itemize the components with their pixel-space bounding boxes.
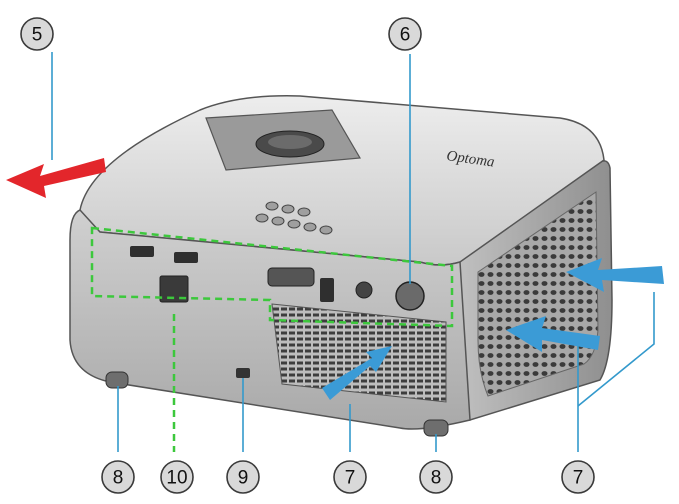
usb-port [320, 278, 334, 302]
callout-label: 8 [431, 468, 442, 489]
callout-8-left: 8 [101, 460, 135, 494]
intake-arrow-side-lower [506, 316, 600, 352]
intake-arrow-rear [322, 346, 392, 400]
callout-7-side: 7 [561, 460, 595, 494]
keypad-button [303, 222, 317, 232]
leader-lines [51, 52, 655, 452]
keypad-button [287, 219, 301, 229]
callout-label: 10 [166, 468, 187, 489]
hdmi-port-2 [174, 252, 198, 263]
projector-body: Optoma [69, 95, 613, 437]
audio-jack [355, 281, 373, 299]
keypad-button [271, 216, 285, 226]
adjustable-foot-left [105, 371, 129, 389]
callout-10: 10 [160, 460, 194, 494]
callout-label: 7 [345, 468, 356, 489]
callout-9: 9 [226, 460, 260, 494]
keypad-button [265, 201, 279, 211]
io-panel-outline [90, 226, 454, 328]
keypad-button [281, 204, 295, 214]
vga-port [267, 267, 315, 287]
callout-8-right: 8 [419, 460, 453, 494]
brand-logo: Optoma [445, 148, 495, 171]
kensington-lock [236, 368, 250, 378]
control-keypad [255, 201, 333, 235]
io-ports [130, 246, 425, 311]
power-socket [395, 281, 425, 311]
keypad-button [297, 207, 311, 217]
callout-label: 5 [32, 25, 43, 46]
exhaust-arrow [6, 158, 106, 198]
callout-5: 5 [20, 17, 54, 51]
intake-arrow-side-upper [566, 258, 664, 292]
keypad-button [319, 225, 333, 235]
leader-line [577, 292, 655, 407]
keypad-button [255, 213, 269, 223]
callout-6: 6 [388, 17, 422, 51]
rear-vent [271, 303, 447, 403]
adjustable-foot-right [423, 419, 449, 437]
rj45-port [159, 275, 189, 303]
callout-label: 7 [573, 468, 584, 489]
callout-label: 8 [113, 468, 124, 489]
hdmi-port-1 [130, 246, 154, 257]
callout-7-rear: 7 [333, 460, 367, 494]
callout-label: 9 [238, 468, 249, 489]
callout-label: 6 [400, 25, 411, 46]
